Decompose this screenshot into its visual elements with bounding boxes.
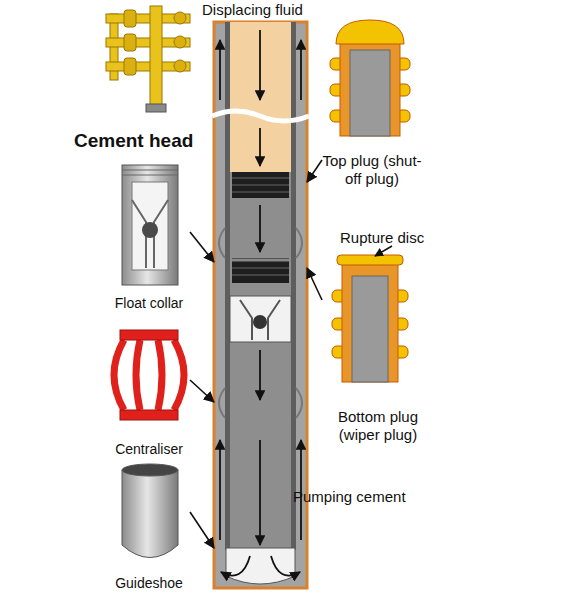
valve	[124, 34, 136, 51]
leader-arrow	[190, 232, 214, 262]
valve	[124, 10, 136, 27]
leader-arrow	[190, 380, 214, 402]
plug-body	[342, 262, 398, 382]
flow-arrow	[259, 205, 261, 252]
wellbore-node: Displacing fluidPumping cement	[214, 22, 307, 588]
plug-body	[340, 36, 400, 136]
casing-wall	[225, 22, 230, 550]
centraliser-drawing	[114, 330, 184, 420]
cement-slurry	[230, 172, 291, 548]
valve	[174, 60, 186, 72]
leader-arrow	[190, 512, 214, 548]
plug-core	[352, 276, 388, 382]
casing-wall	[291, 22, 296, 550]
equipment-node: Top plug (shut-off plug)	[322, 16, 422, 188]
leader-arrow	[307, 268, 322, 300]
bottom-plug	[232, 258, 289, 283]
collar-body	[122, 165, 178, 285]
plug-cap	[336, 20, 404, 44]
rupture-disc	[232, 259, 289, 262]
callout-label: Rupture disc	[340, 229, 424, 247]
break-line	[212, 111, 309, 121]
leader-arrow	[307, 160, 322, 182]
float-collar	[230, 296, 291, 342]
displacing-fluid	[230, 22, 291, 172]
leader-line	[375, 246, 392, 256]
valve	[174, 12, 186, 24]
equipment-label: Displacing fluid	[202, 1, 303, 19]
float-collar-drawing	[122, 165, 178, 285]
bow-spring	[114, 340, 124, 410]
equipment-label: Pumping cement	[293, 488, 406, 506]
flow-arrow	[259, 128, 261, 166]
bow-spring	[158, 340, 162, 410]
valve-ball	[142, 222, 158, 238]
rupture-disc	[337, 255, 403, 265]
flow-arrows	[220, 30, 301, 576]
equipment-label: Guideshoe	[108, 574, 190, 592]
equipment-node: Guideshoe	[108, 462, 190, 592]
ring	[120, 330, 178, 340]
equipment-label: Float collar	[108, 294, 190, 312]
plug-rib	[232, 268, 289, 275]
equipment-node: Float collar	[108, 160, 190, 312]
plug-rib	[232, 178, 289, 192]
thread	[122, 170, 178, 175]
valve-seat	[132, 200, 168, 268]
pipe	[150, 6, 162, 106]
equipment-node: Cement head	[68, 4, 212, 154]
equipment-node: Centraliser	[108, 326, 190, 458]
pipe-stub	[146, 104, 166, 112]
equipment-label: Top plug (shut-off plug)	[322, 152, 422, 188]
flow-arrow	[219, 40, 221, 100]
flow-arrow	[219, 440, 221, 540]
flow-arrow	[300, 40, 302, 100]
flow-arrow	[259, 440, 261, 545]
plug-core	[350, 50, 390, 136]
cement-head-drawing	[106, 6, 190, 112]
valve-ball	[253, 315, 267, 329]
equipment-label: Bottom plug (wiper plug)	[322, 408, 434, 444]
bow-spring	[136, 340, 140, 410]
flow-arrow	[271, 556, 300, 576]
flow-arrow	[221, 556, 250, 576]
guideshoe-drawing	[122, 464, 178, 558]
guide-shoe	[226, 548, 295, 584]
bow-spring	[174, 340, 184, 410]
cutaway	[132, 182, 168, 270]
valve	[174, 36, 186, 48]
ring	[120, 410, 178, 420]
top-plug	[232, 172, 289, 198]
equipment-label: Centraliser	[108, 440, 190, 458]
top-plug-drawing	[330, 20, 410, 136]
equipment-node: Bottom plug (wiper plug)	[322, 250, 434, 444]
centraliser-bow	[219, 228, 302, 418]
shoe-body	[122, 470, 178, 558]
flow-arrow	[259, 30, 261, 100]
valve	[124, 58, 136, 75]
equipment-label: Cement head	[74, 130, 212, 152]
valve-seat	[240, 300, 280, 340]
shoe-bore	[122, 464, 178, 476]
bottom-plug-drawing	[332, 246, 408, 382]
flow-arrow	[259, 350, 261, 400]
